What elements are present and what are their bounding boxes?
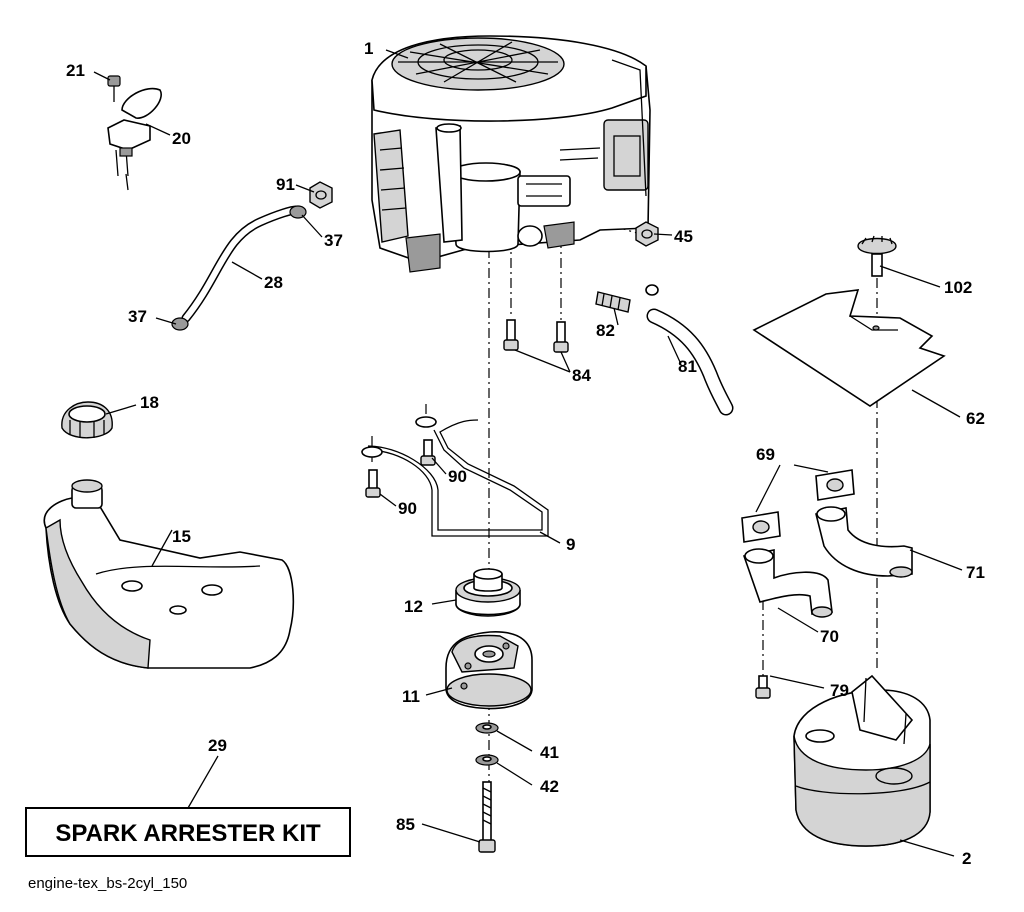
callout-29: 29	[208, 736, 227, 755]
callout-70: 70	[820, 627, 839, 646]
callout-15: 15	[172, 527, 191, 546]
callout-37-upper: 37	[324, 231, 343, 250]
callout-90-upper: 90	[448, 467, 467, 486]
spark-arrester-kit-label: SPARK ARRESTER KIT	[55, 820, 321, 847]
callout-28: 28	[264, 273, 283, 292]
callout-79: 79	[830, 681, 849, 700]
nut-45[interactable]	[635, 221, 659, 247]
engine[interactable]	[371, 35, 651, 273]
bracket[interactable]	[361, 416, 549, 537]
exhaust-pipe-70[interactable]	[742, 548, 833, 618]
callout-81: 81	[678, 357, 697, 376]
callout-42: 42	[540, 777, 559, 796]
bolt-85[interactable]	[478, 781, 496, 853]
spark-arrester-kit-box[interactable]: SPARK ARRESTER KIT	[25, 807, 351, 857]
callout-91: 91	[276, 175, 295, 194]
callout-85: 85	[396, 815, 415, 834]
exhaust-pipe-71[interactable]	[815, 506, 913, 578]
callout-69: 69	[756, 445, 775, 464]
callout-71: 71	[966, 563, 985, 582]
pulley[interactable]	[455, 568, 521, 617]
fuel-tank[interactable]	[43, 479, 295, 669]
washer-42[interactable]	[475, 754, 499, 766]
fuel-line[interactable]	[181, 205, 301, 323]
clutch[interactable]	[445, 631, 533, 710]
callout-62: 62	[966, 409, 985, 428]
callout-20: 20	[172, 129, 191, 148]
callout-41: 41	[540, 743, 559, 762]
bolt-90-lower[interactable]	[365, 469, 381, 498]
washer-41[interactable]	[475, 722, 499, 734]
hose-clamp-lower[interactable]	[171, 317, 189, 331]
choke-control[interactable]	[107, 87, 162, 191]
nut-91[interactable]	[309, 181, 333, 209]
callout-21: 21	[66, 61, 85, 80]
callout-2: 2	[962, 849, 971, 868]
callout-18: 18	[140, 393, 159, 412]
heat-shield[interactable]	[752, 289, 946, 407]
bolt-90-upper[interactable]	[420, 439, 436, 466]
knob-102[interactable]	[857, 235, 897, 277]
screw-21[interactable]	[107, 75, 121, 102]
bolt-79[interactable]	[755, 675, 771, 699]
bolts-84[interactable]	[503, 319, 569, 353]
callout-90-lower: 90	[398, 499, 417, 518]
gasket[interactable]	[741, 469, 855, 543]
callout-1: 1	[364, 39, 373, 58]
callout-labels: 1 21 20 91 37 28 37 18 15 45 82 81 84 10…	[66, 39, 985, 868]
callout-12: 12	[404, 597, 423, 616]
callout-84: 84	[572, 366, 591, 385]
drain-hose[interactable]	[646, 308, 734, 416]
callout-9: 9	[566, 535, 575, 554]
callout-37-lower: 37	[128, 307, 147, 326]
muffler[interactable]	[793, 674, 931, 847]
diagram-caption: engine-tex_bs-2cyl_150	[28, 875, 187, 892]
leader-lines	[93, 49, 963, 857]
callout-11: 11	[402, 687, 420, 706]
fuel-cap[interactable]	[61, 401, 113, 439]
callout-102: 102	[944, 278, 972, 297]
callout-82: 82	[596, 321, 615, 340]
drain-valve[interactable]	[595, 284, 659, 313]
callout-45: 45	[674, 227, 693, 246]
